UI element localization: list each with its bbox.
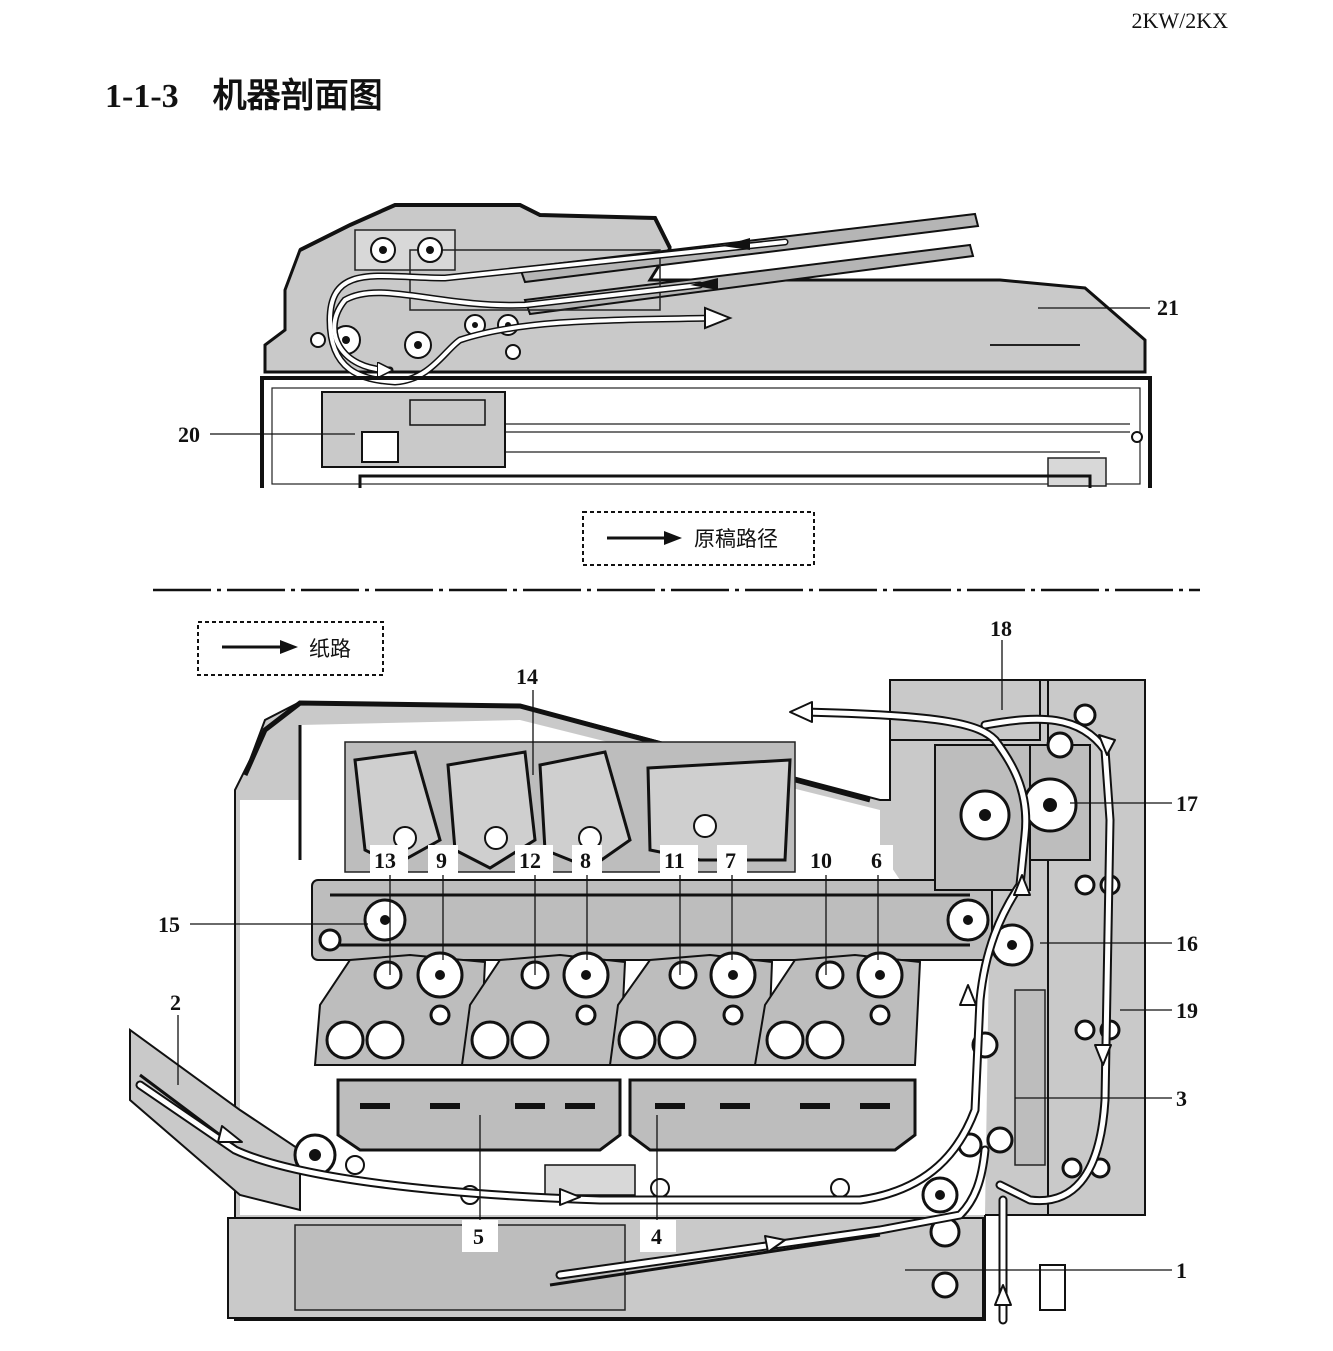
callout-3: 3 — [1176, 1086, 1187, 1111]
callout-20: 20 — [178, 422, 200, 447]
section-title: 1-1-3 机器剖面图 — [105, 68, 383, 117]
arrow-icon — [280, 640, 298, 654]
callout-9: 9 — [436, 848, 447, 873]
model-code: 2KW/2KX — [1131, 8, 1228, 33]
section-number: 1-1-3 — [105, 78, 179, 115]
callout-10: 10 — [810, 848, 832, 873]
callout-5: 5 — [473, 1224, 484, 1249]
callout-12: 12 — [519, 848, 541, 873]
callout-labels: 21 20 14 18 17 16 19 3 1 15 2 13 9 12 8 … — [158, 295, 1198, 1283]
callout-13: 13 — [374, 848, 396, 873]
callout-8: 8 — [580, 848, 591, 873]
callout-15: 15 — [158, 912, 180, 937]
callout-1: 1 — [1176, 1258, 1187, 1283]
callout-16: 16 — [1176, 931, 1198, 956]
callout-4: 4 — [651, 1224, 662, 1249]
paper-path — [135, 701, 1116, 1325]
callout-7: 7 — [725, 848, 736, 873]
legend-original-label: 原稿路径 — [694, 527, 778, 551]
callout-6: 6 — [871, 848, 882, 873]
callout-17: 17 — [1176, 791, 1198, 816]
legend-original-path: 原稿路径 — [582, 511, 815, 566]
callout-2: 2 — [170, 990, 181, 1015]
callout-14: 14 — [516, 664, 538, 689]
arrow-icon — [664, 531, 682, 545]
leader-lines — [177, 307, 1172, 1271]
main-body — [129, 679, 1146, 1321]
callout-11: 11 — [664, 848, 685, 873]
section-heading: 机器剖面图 — [212, 76, 383, 116]
legend-paper-path: 纸路 — [197, 621, 384, 676]
callout-19: 19 — [1176, 998, 1198, 1023]
callout-18: 18 — [990, 616, 1012, 641]
callout-21: 21 — [1157, 295, 1179, 320]
scanner-unit — [260, 376, 1152, 488]
document-processor — [263, 203, 1147, 386]
image-units — [313, 951, 922, 1066]
legend-paper-label: 纸路 — [309, 637, 351, 661]
